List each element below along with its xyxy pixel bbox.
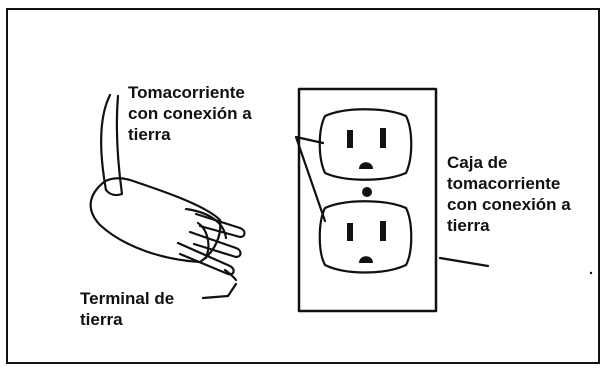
speck — [589, 271, 593, 275]
box-leader — [438, 256, 490, 268]
outlet-leader-upper — [294, 135, 325, 145]
upper-left-slot — [347, 130, 353, 148]
duplex-outlet-plate — [297, 87, 438, 313]
lower-left-slot — [347, 223, 353, 241]
upper-right-slot — [380, 128, 386, 148]
three-prong-plug — [89, 177, 246, 282]
lower-ground-hole — [359, 256, 373, 263]
ground-terminal-leader — [201, 282, 238, 300]
grounded-box-label: Caja de tomacorriente con conexión a tie… — [447, 153, 571, 235]
center-screw — [362, 187, 372, 197]
grounded-outlet-label: Tomacorriente con conexión a tierra — [128, 83, 252, 144]
lower-right-slot — [380, 221, 386, 241]
power-cord — [99, 93, 124, 197]
ground-terminal-label: Terminal de tierra — [80, 289, 175, 329]
receptacle-slots — [347, 128, 593, 275]
outlet-leader-lower — [294, 135, 327, 223]
upper-ground-hole — [359, 162, 373, 169]
